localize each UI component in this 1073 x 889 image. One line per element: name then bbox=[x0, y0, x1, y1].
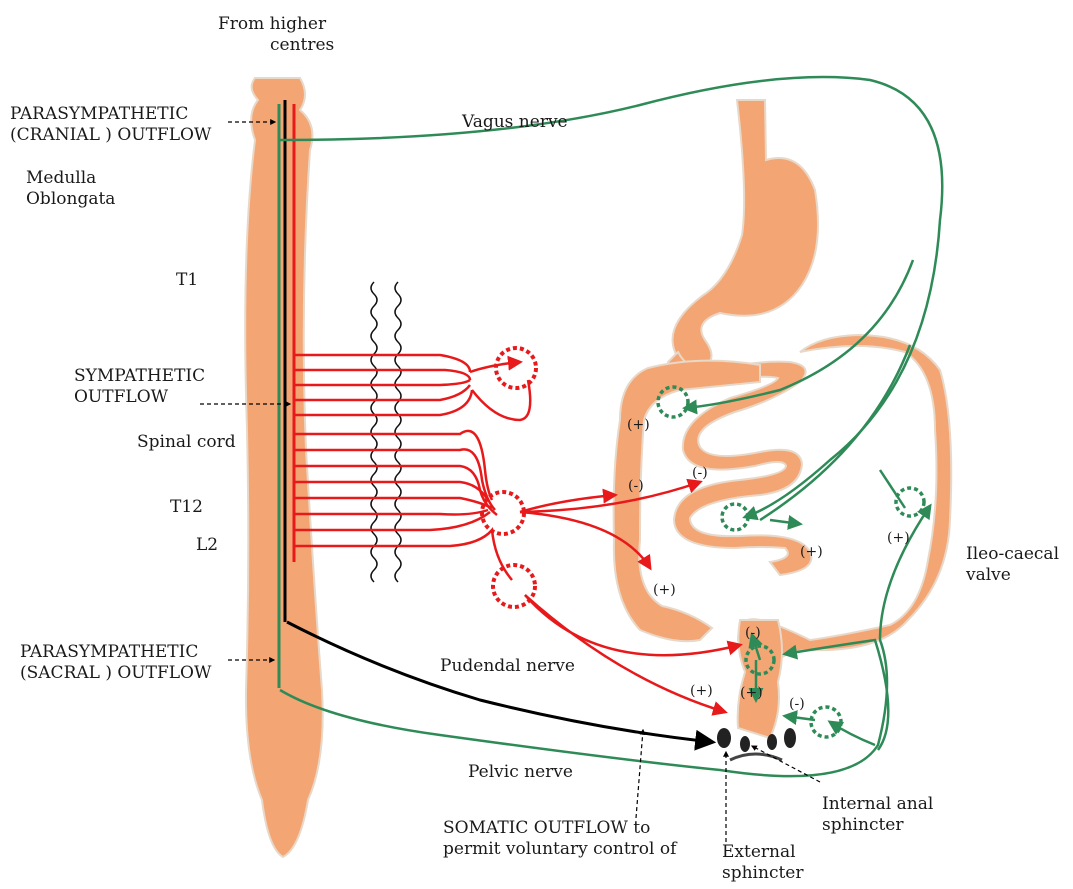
label-para-cranial-line1: PARASYMPATHETIC bbox=[10, 104, 211, 125]
label-ileo-line2: valve bbox=[966, 565, 1059, 586]
sympathetic-chain-right bbox=[395, 282, 401, 582]
label-higher-centres: From higher centres bbox=[218, 14, 334, 55]
label-spinal-cord: Spinal cord bbox=[137, 432, 236, 453]
sign-plus-colon-hepatic: (+) bbox=[627, 417, 650, 433]
label-external-line1: External bbox=[722, 842, 803, 863]
sign-plus-rectal-wall: (+) bbox=[740, 685, 763, 701]
label-medulla-oblongata: Medulla Oblongata bbox=[26, 168, 115, 209]
sign-minus-sphincter: (-) bbox=[789, 696, 805, 712]
label-external-line2: sphincter bbox=[722, 863, 803, 884]
label-para-sacral-line2: (SACRAL ) OUTFLOW bbox=[20, 663, 211, 684]
label-medulla-line1: Medulla bbox=[26, 168, 115, 189]
sign-plus-ileocaecal: (+) bbox=[887, 530, 910, 546]
label-medulla-line2: Oblongata bbox=[26, 189, 115, 210]
label-symp-line1: SYMPATHETIC bbox=[74, 366, 205, 387]
label-internal-line1: Internal anal bbox=[822, 794, 933, 815]
label-ileo-line1: Ileo-caecal bbox=[966, 544, 1059, 565]
label-parasympathetic-sacral: PARASYMPATHETIC (SACRAL ) OUTFLOW bbox=[20, 642, 211, 683]
label-internal-anal-sphincter: Internal anal sphincter bbox=[822, 794, 933, 835]
sign-minus-rectum: (-) bbox=[745, 625, 761, 641]
label-para-cranial-line2: (CRANIAL ) OUTFLOW bbox=[10, 125, 211, 146]
label-pudendal-nerve: Pudendal nerve bbox=[440, 656, 575, 677]
label-higher-line2: centres bbox=[218, 35, 334, 56]
label-somatic-outflow: SOMATIC OUTFLOW to permit voluntary cont… bbox=[443, 818, 676, 859]
label-ileo-caecal-valve: Ileo-caecal valve bbox=[966, 544, 1059, 585]
stomach bbox=[673, 100, 818, 367]
sign-minus-small-bowel: (-) bbox=[692, 465, 708, 481]
label-sympathetic-outflow: SYMPATHETIC OUTFLOW bbox=[74, 366, 205, 407]
sign-plus-caecum: (+) bbox=[653, 582, 676, 598]
label-t1: T1 bbox=[176, 270, 198, 291]
anal-opening bbox=[730, 754, 782, 760]
label-parasympathetic-cranial: PARASYMPATHETIC (CRANIAL ) OUTFLOW bbox=[10, 104, 211, 145]
label-pelvic-nerve: Pelvic nerve bbox=[468, 762, 573, 783]
label-higher-line1: From higher bbox=[218, 14, 334, 35]
label-t12: T12 bbox=[170, 497, 203, 518]
sign-plus-small-bowel: (+) bbox=[800, 544, 823, 560]
label-somatic-line1: SOMATIC OUTFLOW to bbox=[443, 818, 676, 839]
sign-plus-internal: (+) bbox=[690, 683, 713, 699]
label-l2: L2 bbox=[196, 535, 218, 556]
sign-minus-colon-ascending: (-) bbox=[628, 478, 644, 494]
label-symp-line2: OUTFLOW bbox=[74, 387, 205, 408]
vagus-pathway bbox=[280, 77, 942, 524]
label-internal-line2: sphincter bbox=[822, 815, 933, 836]
label-vagus-nerve: Vagus nerve bbox=[462, 112, 568, 133]
label-somatic-line2: permit voluntary control of bbox=[443, 839, 676, 860]
sympathetic-chain-left bbox=[371, 282, 377, 582]
label-external-sphincter: External sphincter bbox=[722, 842, 803, 883]
label-para-sacral-line1: PARASYMPATHETIC bbox=[20, 642, 211, 663]
